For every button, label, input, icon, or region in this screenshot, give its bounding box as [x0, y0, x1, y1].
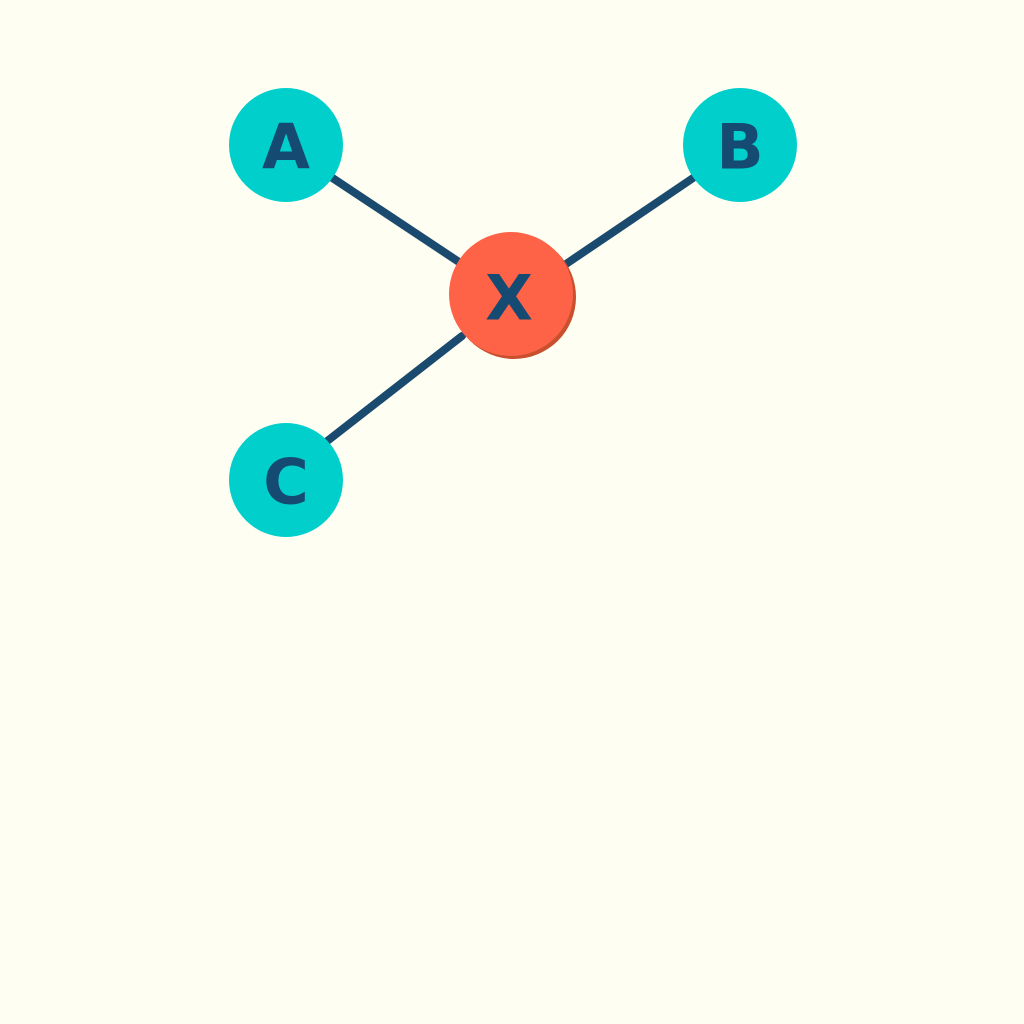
node-x-label: X [485, 262, 533, 335]
edge-c-x [322, 332, 466, 446]
edge-a-x [324, 171, 466, 268]
node-x: X [449, 232, 576, 359]
node-b-circle [683, 88, 797, 202]
node-b: B [683, 88, 797, 202]
edge-b-x [562, 172, 700, 268]
node-c: C [229, 423, 343, 537]
node-b-label: B [716, 111, 763, 184]
node-a: A [229, 88, 343, 202]
node-c-circle [229, 423, 343, 537]
node-a-label: A [262, 111, 310, 184]
node-a-circle [229, 88, 343, 202]
node-c-label: C [263, 446, 309, 519]
node-x-circle [449, 232, 573, 356]
